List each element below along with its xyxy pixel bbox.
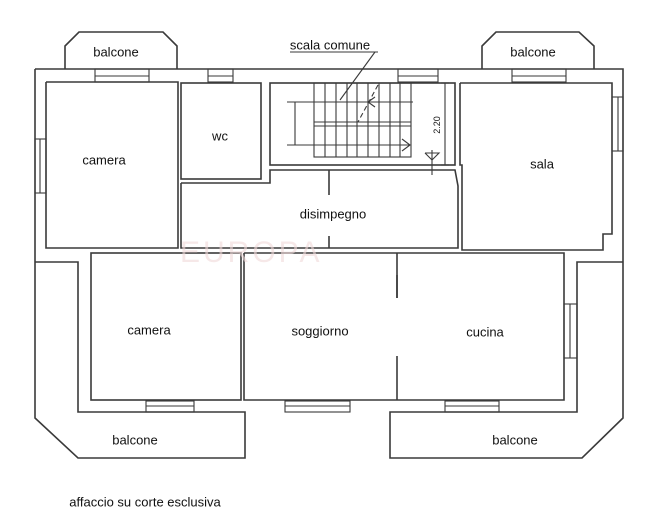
label-disimpegno: disimpegno [299, 206, 367, 222]
camera-bottom-walls [90, 252, 242, 401]
label-wc: wc [212, 128, 228, 144]
balcone-top-right-outline [481, 31, 595, 69]
label-cucina: cucina [466, 324, 504, 340]
balcone-top-left-outline [64, 31, 178, 69]
sala-walls [459, 82, 613, 251]
soggiorno-cucina-walls [243, 252, 565, 401]
watermark: EUROPA [180, 236, 323, 269]
dimension-label: 2.20 [432, 116, 442, 134]
stair-drawing [269, 51, 456, 175]
label-balcone-top-left: balcone [93, 44, 139, 60]
label-camera-top: camera [82, 152, 126, 168]
label-sala: sala [530, 156, 554, 172]
disimpegno-walls [180, 169, 459, 249]
label-camera-bottom: camera [127, 322, 171, 338]
wc-walls [180, 82, 262, 180]
windows [34, 68, 624, 413]
label-balcone-bottom-left: balcone [112, 432, 158, 448]
label-scala-comune: scala comune [289, 37, 371, 53]
label-soggiorno: soggiorno [291, 323, 349, 339]
footnote: affaccio su corte esclusiva [69, 494, 221, 510]
label-balcone-bottom-right: balcone [492, 432, 538, 448]
label-balcone-top-right: balcone [510, 44, 556, 60]
